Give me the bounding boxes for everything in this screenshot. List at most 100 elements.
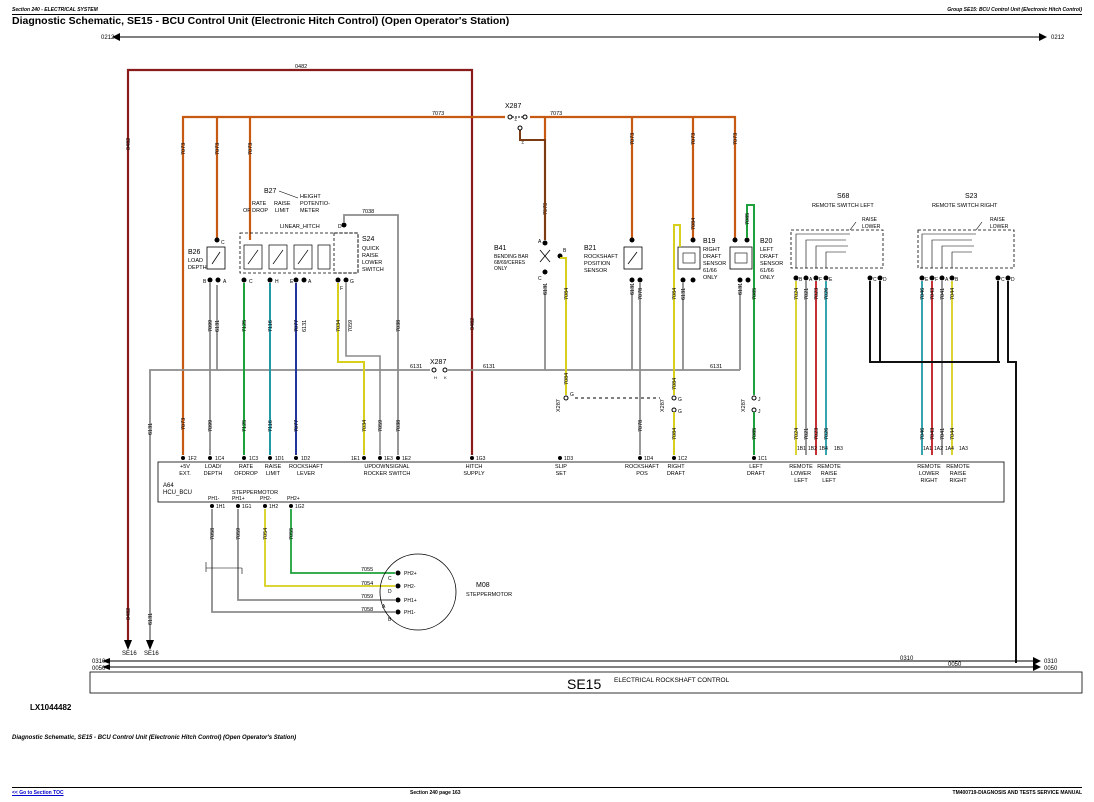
svg-text:G: G: [678, 397, 682, 403]
svg-text:1G2: 1G2: [295, 504, 305, 510]
x287-connector-top: X287 H H: [505, 103, 546, 240]
svg-text:B: B: [388, 617, 392, 623]
wire-7059-label-d: 7059: [361, 594, 373, 600]
b19-right-draft-sensor: B19 RIGHT DRAFT SENSOR 61/66 ONLY: [677, 237, 726, 283]
svg-text:F: F: [340, 286, 343, 292]
wire-7125-label-a: 7125: [242, 320, 248, 332]
b20-left-draft-sensor: B20 LEFT DRAFT SENSOR 61/66 ONLY: [729, 237, 783, 283]
wire-7044-label-b: 7044: [950, 428, 956, 440]
svg-text:A: A: [945, 277, 949, 283]
wire-7043-label-b: 7043: [930, 428, 936, 440]
svg-text:DRAFT: DRAFT: [747, 471, 766, 477]
svg-text:RATE: RATE: [239, 464, 254, 470]
header-group-label: Group SE15: BCU Control Unit (Electronic…: [947, 7, 1082, 13]
wire-7021-label-b: 7021: [804, 428, 810, 440]
wire-7058-label-b: 7058: [361, 607, 373, 613]
wire-7085-label-a: 7085: [745, 213, 751, 225]
wire-7041-label-b: 7041: [940, 428, 946, 440]
svg-text:RAISE: RAISE: [990, 217, 1006, 223]
wire-7073-label-top: 7073: [432, 111, 444, 117]
wire-7084-b19: [673, 224, 681, 395]
svg-text:SWITCH: SWITCH: [362, 267, 384, 273]
svg-text:B41: B41: [494, 245, 507, 252]
svg-text:ROCKSHAFT: ROCKSHAFT: [625, 464, 660, 470]
svg-text:B27: B27: [264, 188, 277, 195]
wire-6131-label-a: 6131: [410, 364, 422, 370]
svg-text:B19: B19: [703, 238, 716, 245]
svg-text:RATE: RATE: [252, 201, 267, 207]
wire-7054-label-b: 7054: [361, 581, 373, 587]
svg-text:DRAFT: DRAFT: [760, 254, 779, 260]
wire-7084-label-a: 7084: [564, 288, 570, 300]
wire-7116-label-b: 7116: [268, 420, 274, 432]
se16-arrow-right: [146, 640, 154, 650]
svg-text:PH2+: PH2+: [287, 496, 300, 502]
svg-text:X287: X287: [505, 103, 521, 110]
svg-text:C: C: [873, 277, 877, 283]
a64-hcu-bcu: A64 HCU_BCU STEPPERMOTOR: [157, 461, 1005, 503]
svg-text:1C4: 1C4: [215, 456, 224, 462]
svg-text:S68: S68: [837, 193, 850, 200]
svg-text:QUICK: QUICK: [362, 246, 380, 252]
svg-text:POSITION: POSITION: [584, 261, 610, 267]
svg-text:C: C: [221, 240, 225, 246]
svg-text:1E2: 1E2: [402, 456, 411, 462]
s23-remote-switch-right: S23 REMOTE SWITCH RIGHT RAISE LOWER E F …: [917, 193, 1015, 283]
svg-text:RIGHT: RIGHT: [667, 464, 685, 470]
se16-arrow-left: [124, 640, 132, 650]
go-to-toc-link[interactable]: << Go to Section TOC: [12, 790, 64, 796]
a64-pins: 1F2 1C4 1C3 1D1 1D2 1E1 1E3 1E2 1G3 1D3 …: [181, 446, 968, 462]
svg-text:M08: M08: [476, 582, 490, 589]
svg-text:EXT.: EXT.: [179, 471, 191, 477]
svg-text:1F2: 1F2: [188, 456, 197, 462]
svg-text:61/66: 61/66: [760, 268, 774, 274]
wire-7073-label-e: 7073: [630, 133, 636, 145]
svg-text:REMOTE: REMOTE: [917, 464, 941, 470]
wire-7073: [181, 115, 737, 455]
wire-0310-label-mid: 0310: [900, 656, 914, 662]
figure-id: LX1044482: [30, 703, 72, 712]
x287-connector-mid: X287 H K: [430, 359, 448, 380]
svg-text:D: D: [883, 277, 887, 283]
wire-7099-label-a: 7099: [208, 320, 214, 332]
svg-text:LINEAR_HITCH: LINEAR_HITCH: [280, 224, 320, 230]
svg-text:PH2-: PH2-: [404, 584, 416, 590]
s23-wires: [921, 281, 953, 455]
wire-6131-label-j: 6131: [302, 320, 308, 332]
svg-text:G: G: [350, 279, 354, 285]
svg-text:D: D: [1011, 277, 1015, 283]
svg-text:61/66: 61/66: [703, 268, 717, 274]
svg-text:B20: B20: [760, 238, 773, 245]
svg-text:RAISE: RAISE: [274, 201, 291, 207]
svg-text:1B2: 1B2: [808, 446, 817, 452]
wire-7085: [746, 204, 755, 395]
svg-text:C: C: [1001, 277, 1005, 283]
svg-text:A: A: [308, 279, 312, 285]
wire-6131-label-i: 6131: [215, 320, 221, 332]
svg-text:B: B: [955, 277, 959, 283]
b27-height-potentiometer: B27 HEIGHT POTENTIO- METER RATE OF DROP …: [239, 188, 359, 285]
svg-text:B: B: [203, 279, 207, 285]
svg-text:ONLY: ONLY: [760, 275, 775, 281]
svg-text:LEFT: LEFT: [822, 478, 836, 484]
svg-text:1G1: 1G1: [242, 504, 252, 510]
x287-connector-draft: X287 G X287 G G X287 J J: [556, 392, 761, 415]
b41-bending-bar: B41 BENDING BAR 68/69/CERES ONLY A B C: [494, 239, 567, 282]
svg-text:1C3: 1C3: [249, 456, 258, 462]
svg-text:BENDING BAR: BENDING BAR: [494, 254, 529, 260]
wire-7041-label-a: 7041: [940, 288, 946, 300]
wire-7021-label-a: 7021: [804, 288, 810, 300]
s68-wires: [795, 281, 827, 455]
svg-text:SUPPLY: SUPPLY: [463, 471, 485, 477]
svg-text:1A2: 1A2: [934, 446, 943, 452]
svg-text:LEVER: LEVER: [297, 471, 315, 477]
svg-text:ONLY: ONLY: [494, 266, 508, 272]
wire-0482-label-left: 0482: [126, 138, 132, 150]
svg-text:SENSOR: SENSOR: [584, 268, 607, 274]
svg-text:ROCKER SWITCH: ROCKER SWITCH: [364, 471, 411, 477]
wire-7084-b41: [560, 257, 567, 395]
wire-7046-label-a: 7046: [920, 288, 926, 300]
wire-7026-label-a: 7026: [824, 288, 830, 300]
wire-7023-label-b: 7023: [814, 428, 820, 440]
svg-text:LIMIT: LIMIT: [275, 208, 290, 214]
